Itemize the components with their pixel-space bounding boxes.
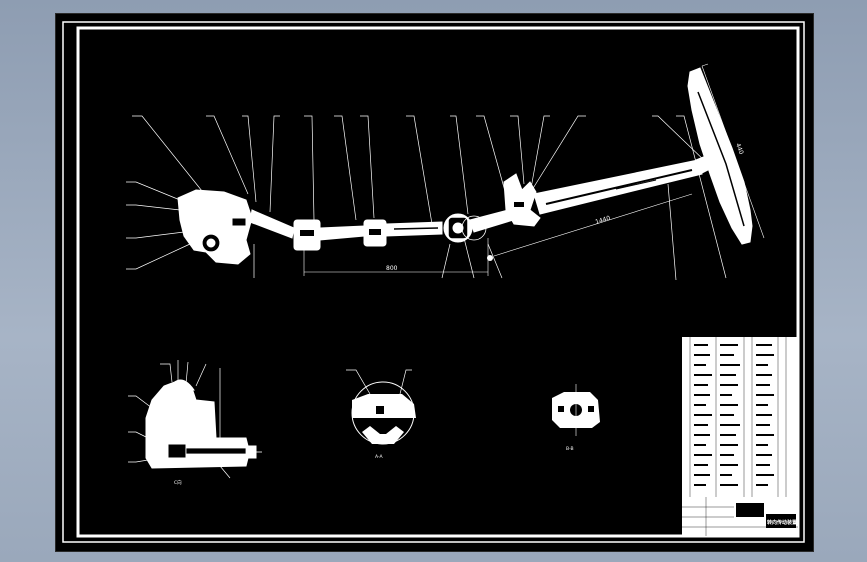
view-c-leaders <box>128 360 231 479</box>
dimension-lines <box>303 63 765 276</box>
view-c <box>145 379 262 469</box>
steering-wheel <box>687 67 753 245</box>
joint-2-center <box>452 222 464 234</box>
wheel-rim-inner <box>697 91 745 227</box>
bracket-slot <box>514 202 524 207</box>
gear-box-window <box>167 443 187 459</box>
section-a <box>346 369 416 445</box>
lower-shaft <box>249 209 295 239</box>
column-bore <box>545 169 693 205</box>
inner-frame <box>76 26 800 538</box>
title-block <box>682 497 798 536</box>
column-groove <box>615 179 657 190</box>
output-shaft <box>185 447 247 455</box>
dim-wheel-height: 440 <box>734 142 745 155</box>
leader-lines <box>126 115 727 281</box>
dim-shaft-length: 1440 <box>595 215 612 226</box>
engineering-drawing: 800 1440 440 <box>62 21 805 543</box>
intermediate-shaft-a <box>319 225 365 241</box>
section-a-hole <box>376 406 384 414</box>
outer-frame <box>62 21 805 543</box>
section-a-jaw <box>362 426 404 444</box>
steering-assembly <box>177 67 753 265</box>
section-a-label: A-A <box>375 454 384 460</box>
parts-list-entries <box>694 344 774 486</box>
gear-box-body <box>145 379 257 469</box>
title-block-title: 转向传动装置 <box>767 519 797 526</box>
gear-mount <box>231 217 247 227</box>
steering-gear-box <box>177 189 253 265</box>
coupling-slot <box>369 229 381 235</box>
view-c-label: C向 <box>174 479 182 486</box>
parts-list <box>682 337 798 497</box>
cad-viewport[interactable]: 800 1440 440 <box>55 13 814 552</box>
gear-box-dome <box>167 379 195 391</box>
joint-1-slot <box>300 230 314 236</box>
shaft-inner-line <box>393 227 439 230</box>
balloon-dots <box>487 255 493 261</box>
section-b <box>552 384 600 436</box>
gear-hub <box>206 238 216 248</box>
section-b-label: B-B <box>566 446 574 452</box>
dim-mid-span: 800 <box>386 265 398 272</box>
